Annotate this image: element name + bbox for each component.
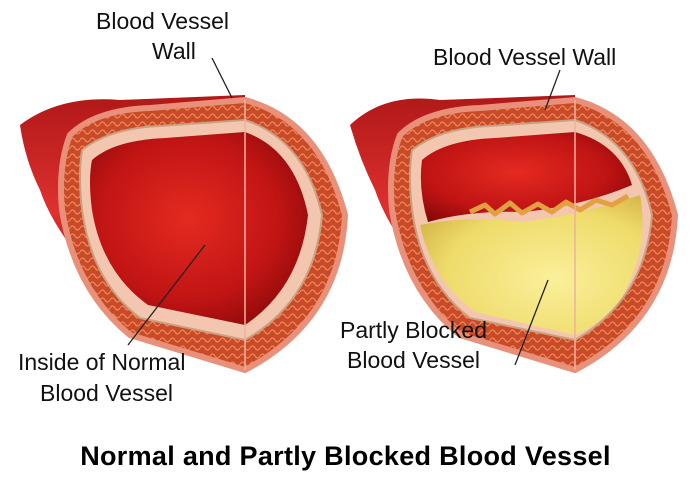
label-wall-left-line2: Wall bbox=[152, 38, 196, 65]
label-wall-right: Blood Vessel Wall bbox=[433, 44, 616, 71]
label-inside-normal-line2: Blood Vessel bbox=[40, 380, 173, 407]
normal-vessel bbox=[20, 95, 345, 370]
leader-wall-left bbox=[212, 58, 232, 98]
diagram-title: Normal and Partly Blocked Blood Vessel bbox=[0, 441, 691, 472]
label-partly-blocked-line2: Blood Vessel bbox=[347, 347, 480, 374]
label-wall-left-line1: Blood Vessel bbox=[96, 8, 229, 35]
label-inside-normal-line1: Inside of Normal bbox=[18, 349, 185, 376]
label-partly-blocked-line1: Partly Blocked bbox=[340, 317, 487, 344]
